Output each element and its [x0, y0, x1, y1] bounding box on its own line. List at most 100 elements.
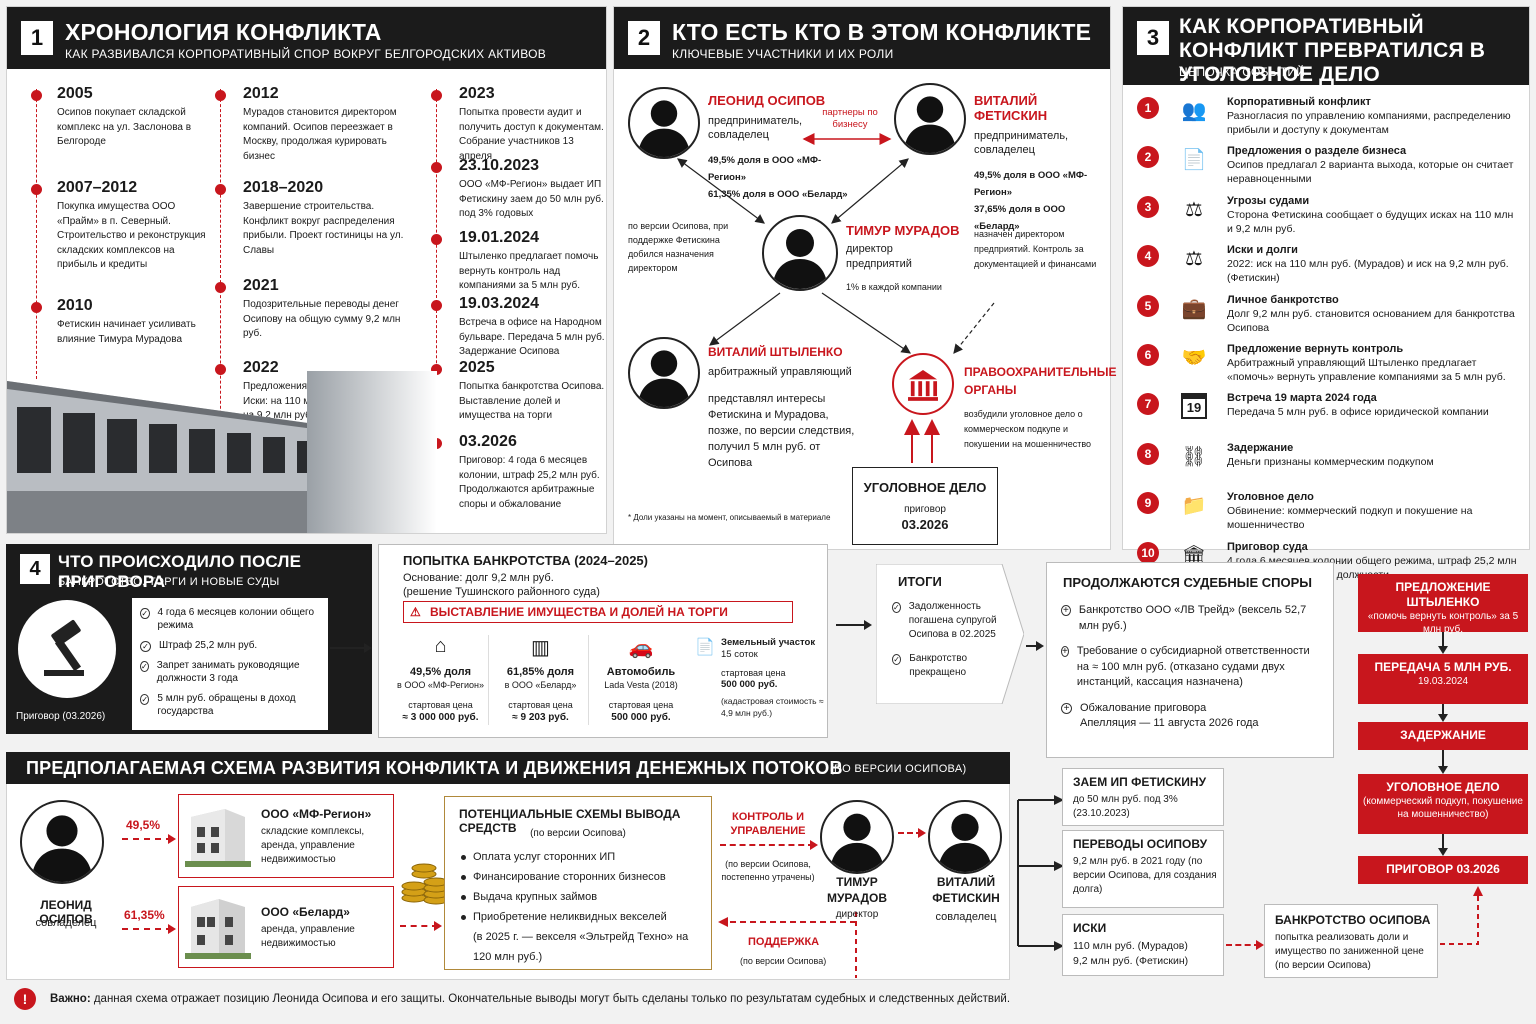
- chain-text: Долг 9,2 млн руб. становится основанием …: [1227, 307, 1515, 334]
- share-belard: 61,35%: [124, 908, 165, 922]
- timeline-dot: [31, 184, 42, 195]
- chain-header: 3 Как корпоративный конфликт превратился…: [1123, 7, 1529, 86]
- check-icon: ✓: [140, 641, 151, 652]
- timeline-dot: [31, 302, 42, 313]
- osipov-scheme-avatar: [20, 800, 104, 884]
- asset-price: ≈ 3 000 000 руб.: [402, 712, 479, 723]
- arrow: [122, 834, 176, 844]
- scheme-title: Предполагаемая схема развития конфликта …: [26, 758, 843, 778]
- dispute-item: +Требование о субсидиарной ответственнос…: [1061, 645, 1310, 688]
- verdict-item: ✓Запрет занимать руководящие должности 3…: [140, 660, 300, 684]
- fetiskin-shares: 49,5% доля в ООО «МФ-Регион» 37,65% доля…: [974, 170, 1088, 232]
- timeline-text: Попытка банкротства Осипова. Выставление…: [459, 381, 605, 421]
- chain-text: 2022: иск на 110 млн руб. (Мурадов) и ис…: [1227, 258, 1509, 285]
- section-title: Хронология конфликта: [65, 19, 382, 45]
- scales-icon: ⚖: [1185, 248, 1203, 271]
- muradov-scheme-name: Тимур Мурадов: [826, 875, 888, 905]
- timeline-text: Попытка провести аудит и получить доступ…: [459, 107, 604, 162]
- partners-label: партнеры по бизнесу: [822, 107, 878, 130]
- asset-price: ≈ 9 203 руб.: [512, 712, 569, 723]
- arrow: [1026, 641, 1044, 651]
- branch-arrows: [1017, 795, 1064, 951]
- dispute-item: +Банкротство ООО «ЛВ Трейд» (вексель 52,…: [1061, 603, 1323, 634]
- verdict-item: ✓5 млн руб. обращены в доход государства: [140, 693, 296, 717]
- arrow: [1438, 632, 1448, 654]
- shtylenko-text: представлял интересы Фетискина и Мурадов…: [708, 393, 855, 469]
- land-title: Земельный участок: [721, 637, 816, 648]
- chain-text: Обвинение: коммерческий подкуп и покушен…: [1227, 505, 1473, 532]
- flow-step: Предложение Штыленко«помочь вернуть конт…: [1358, 574, 1528, 635]
- fetiskin-name: Виталий Фетискин: [974, 93, 1048, 123]
- arrow: [836, 620, 872, 630]
- scheme-item: Приобретение неликвидных векселей (в 202…: [459, 907, 705, 967]
- flow-sub: (коммерческий подкуп, покушение на мошен…: [1363, 796, 1523, 820]
- timeline-text: Мурадов становится директором компаний. …: [243, 107, 397, 162]
- muradov-scheme-role: директор: [835, 909, 879, 920]
- verdict-label: Приговор (03.2026): [16, 711, 106, 722]
- police-name: Правоохранительные органы: [964, 365, 1117, 397]
- verdict-item: ✓Штраф 25,2 млн руб.: [140, 639, 320, 652]
- timeline-dot: [215, 282, 226, 293]
- dispute-icon: +: [1061, 702, 1072, 714]
- loan-text: до 50 млн руб. под 3% (23.10.2023): [1073, 794, 1178, 819]
- arrow: [898, 828, 926, 838]
- warning-icon: ⚠: [410, 605, 421, 619]
- building-image: [185, 899, 251, 959]
- verdict-item: ✓4 года 6 месяцев колонии общего режима: [140, 607, 315, 631]
- results-title: Итоги: [898, 574, 942, 589]
- timeline-year: 2022: [243, 359, 279, 376]
- case-date: 03.2026: [901, 517, 949, 532]
- flow-sub: «помочь вернуть контроль» за 5 млн руб.: [1367, 611, 1519, 635]
- arrow: [330, 643, 372, 653]
- police-text: возбудили уголовное дело о коммерческом …: [964, 409, 1092, 449]
- chain-number: 9: [1137, 492, 1159, 515]
- chain-number: 7: [1137, 393, 1159, 416]
- flow-title: Предложение Штыленко: [1395, 580, 1491, 609]
- timeline-dot: [215, 90, 226, 101]
- section-subtitle: Ключевые участники и их роли: [672, 47, 894, 61]
- relations-arrows: [677, 133, 995, 463]
- chain-title: Задержание: [1227, 441, 1294, 454]
- chain-title: Встреча 19 марта 2024 года: [1227, 392, 1377, 405]
- note-bold: Важно:: [50, 993, 91, 1005]
- chain-title: Иски и долги: [1227, 244, 1298, 257]
- belard-box: ООО «Белард» аренда, управление недвижим…: [178, 886, 394, 968]
- bankr-text: попытка реализовать доли и имущество по …: [1275, 932, 1424, 971]
- calendar-icon: 19: [1181, 393, 1207, 420]
- asset-title: Автомобиль: [606, 666, 676, 678]
- timeline-dot: [215, 184, 226, 195]
- timeline-text: Покупка имущества ООО «Прайм» в п. Север…: [57, 201, 206, 270]
- osipov-role: предприниматель, совладелец: [708, 115, 803, 141]
- criminal-case-box: Уголовное дело приговор 03.2026: [852, 467, 998, 545]
- belard-text: аренда, управление недвижимостью: [261, 924, 355, 949]
- arrow: [1440, 886, 1483, 945]
- flow-title: Задержание: [1400, 728, 1486, 742]
- asset-price-label: стартовая цена: [408, 700, 473, 710]
- arrow: [400, 921, 442, 931]
- police-icon: [892, 353, 954, 415]
- asset-sub: в ООО «МФ-Регион»: [397, 680, 484, 690]
- timeline-dot: [215, 364, 226, 375]
- mf-text: складские комплексы, аренда, управление …: [261, 826, 365, 865]
- disputes-title: Продолжаются судебные споры: [1063, 575, 1313, 590]
- transfers-text: 9,2 млн руб. в 2021 году (по версии Осип…: [1073, 856, 1217, 895]
- dispute-icon: +: [1061, 646, 1069, 657]
- bankr-title: Банкротство Осипова: [1275, 913, 1431, 927]
- timeline-year: 2010: [57, 297, 93, 314]
- fetiskin-scheme-avatar: [928, 800, 1002, 874]
- footnote: * Доли указаны на момент, описываемый в …: [628, 513, 831, 522]
- timeline-year: 2023: [459, 85, 495, 102]
- section-number: 2: [628, 21, 660, 55]
- section-number: 4: [20, 554, 50, 584]
